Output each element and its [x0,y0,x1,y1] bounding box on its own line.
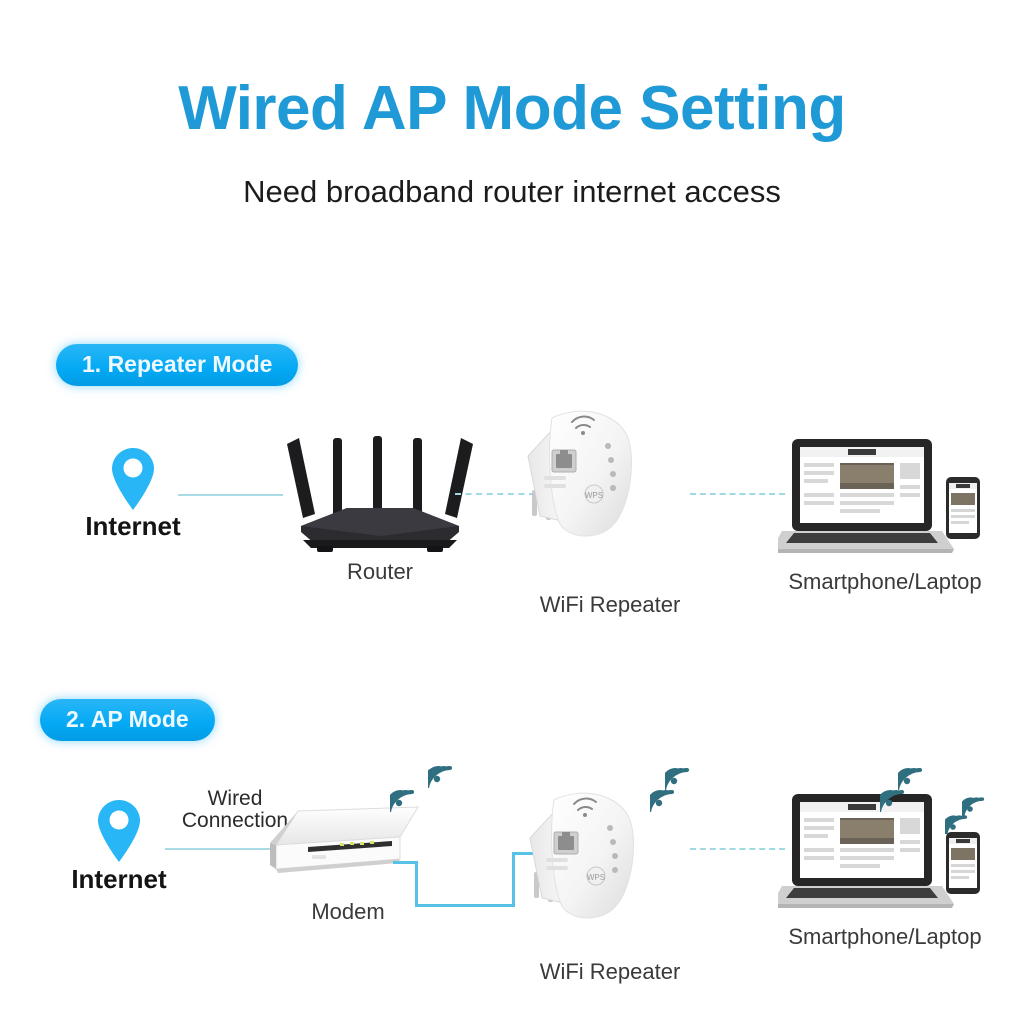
wired-connection-line2: Connection [181,809,289,833]
cable-segment-3 [415,904,515,907]
link-repeater-devices [690,493,785,495]
wired-connection-line1: Wired [207,787,263,810]
section-ap-mode: 2. AP Mode Internet Wired Connection [0,685,1024,1005]
page-title: Wired AP Mode Setting [178,74,846,143]
link-repeater-devices [690,848,785,850]
label-internet: Internet [85,511,181,541]
header: Wired AP Mode Setting Need broadband rou… [0,0,1024,210]
wifi-signal-icon [880,770,924,812]
wifi-signal-icon [390,770,434,812]
wifi-signal-icon [650,770,694,812]
wifi-signal-icon [945,798,983,834]
label-router: Router [346,559,414,584]
section-repeater-mode: 1. Repeater Mode Internet [0,330,1024,816]
label-modem: Modem [311,899,385,924]
router-device [285,428,475,558]
modem-device [268,803,428,891]
badge-repeater-mode: 1. Repeater Mode [56,344,299,387]
wired-connection-label: Wired Connection [165,787,305,833]
map-pin-icon [96,798,142,864]
wifi-signal-icon [665,748,709,790]
label-wifi-repeater: WiFi Repeater [539,959,681,984]
svg-text:WPS: WPS [585,491,603,500]
label-internet: Internet [71,864,167,894]
label-smartphone-laptop: Smartphone/Laptop [788,569,982,594]
laptop-and-smartphone [772,435,993,555]
cable-segment-2 [415,861,418,904]
cable-segment-4 [512,852,515,904]
laptop-and-smartphone [772,790,993,910]
wifi-signal-icon [898,748,942,790]
map-pin-icon [110,446,156,512]
label-wifi-repeater: WiFi Repeater [539,592,681,617]
label-smartphone-laptop: Smartphone/Laptop [788,924,982,949]
link-router-repeater [455,493,535,495]
link-internet-router [178,494,283,496]
wifi-repeater-device: WPS [512,780,652,930]
wifi-repeater-device: WPS [510,398,650,548]
svg-text:WPS: WPS [587,873,605,882]
page-subtitle: Need broadband router internet access [243,174,781,209]
wifi-signal-icon [962,780,1000,816]
cable-segment-1 [393,861,415,864]
badge-ap-mode: 2. AP Mode [40,699,215,742]
wifi-signal-icon [428,746,472,788]
link-internet-modem [165,848,275,850]
